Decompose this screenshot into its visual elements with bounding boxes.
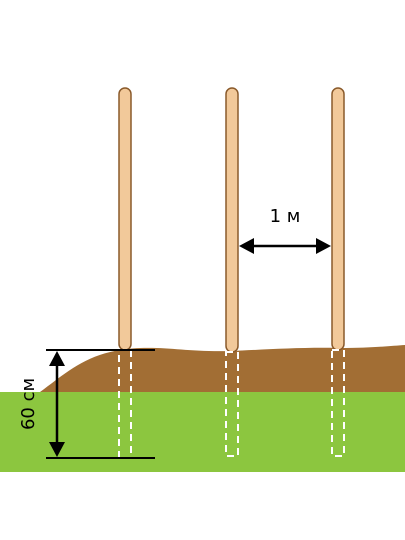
depth-arrow-down-icon xyxy=(49,442,65,457)
spacing-arrow-left-icon xyxy=(239,238,254,254)
spacing-dimension: 1 м xyxy=(239,206,331,254)
stake-1 xyxy=(118,87,132,459)
stake-2 xyxy=(225,87,239,457)
stake-3-above xyxy=(331,87,345,351)
stake-2-above xyxy=(225,87,239,353)
depth-dimension: 60 см xyxy=(18,349,155,459)
depth-label: 60 см xyxy=(18,378,39,430)
stake-3 xyxy=(331,87,345,457)
stake-1-above xyxy=(118,87,132,351)
soil-mound xyxy=(40,345,405,392)
spacing-arrow-right-icon xyxy=(316,238,331,254)
spacing-label: 1 м xyxy=(270,206,301,227)
depth-arrow-up-icon xyxy=(49,351,65,366)
stake-3-buried xyxy=(331,349,345,457)
stake-2-buried xyxy=(225,351,239,457)
